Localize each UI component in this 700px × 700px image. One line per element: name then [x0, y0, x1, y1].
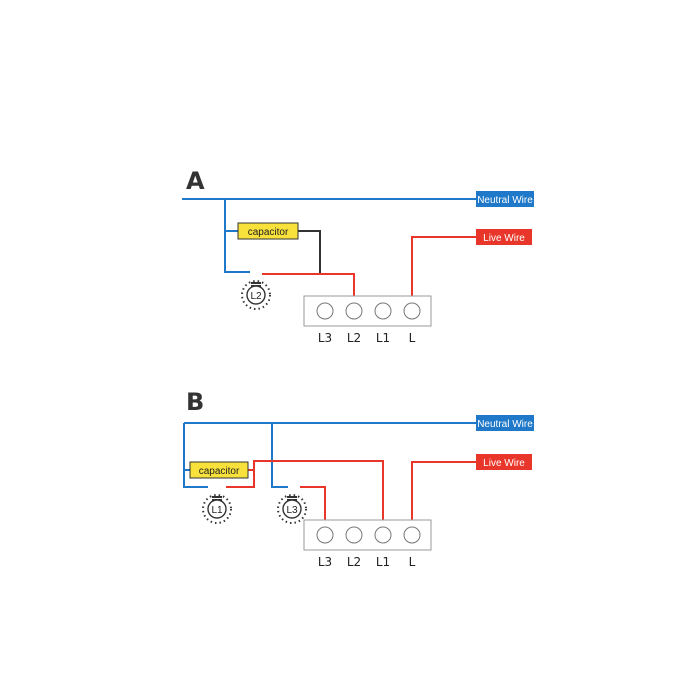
- diagram-b-live-wires: [226, 460, 476, 535]
- diagram-b-capacitor-label: capacitor: [199, 466, 240, 477]
- diagram-b-title: B: [186, 388, 204, 416]
- diagram-a-live-label: Live Wire: [483, 233, 525, 244]
- diagram-a-lamp-icon: L2: [241, 280, 271, 310]
- terminal-label: L2: [347, 331, 361, 345]
- diagram-b-neutral-label: Neutral Wire: [477, 419, 533, 430]
- diagram-b-terminal-block: [303, 519, 432, 551]
- diagram-b-lamp1-label: L1: [211, 505, 223, 516]
- terminal-label: L1: [376, 555, 390, 569]
- diagram-a-live-tag: Live Wire: [476, 229, 532, 245]
- diagram-b-live-tag: Live Wire: [476, 454, 532, 470]
- diagram-a-capacitor-label: capacitor: [248, 227, 289, 238]
- diagram-b-lamp2-label: L3: [286, 505, 298, 516]
- diagram-a: A Neutral Wire capacitor Live Wire: [182, 167, 534, 345]
- terminal-label: L: [409, 331, 416, 345]
- diagram-a-neutral-wire: [182, 198, 476, 273]
- diagram-a-neutral-tag: Neutral Wire: [476, 191, 534, 207]
- diagram-b-live-label: Live Wire: [483, 458, 525, 469]
- diagram-a-lamp-label: L2: [250, 291, 262, 302]
- terminal-label: L3: [318, 331, 332, 345]
- diagram-b: B Neutral Wire capacitor Live Wi: [183, 388, 534, 569]
- diagram-b-neutral-tag: Neutral Wire: [476, 415, 534, 431]
- diagram-a-capacitor: capacitor: [237, 222, 299, 240]
- diagram-a-capacitor-wires: [225, 230, 321, 274]
- terminal-label: L1: [376, 331, 390, 345]
- diagram-b-lamp1-icon: L1: [202, 494, 232, 524]
- diagram-a-terminal-block: [303, 295, 432, 327]
- diagram-b-neutral-wire: [183, 422, 476, 488]
- diagram-b-lamp2-icon: L3: [277, 494, 307, 524]
- diagram-a-terminal-labels: L3 L2 L1 L: [318, 331, 416, 345]
- terminal-label: L: [409, 555, 416, 569]
- diagram-a-title: A: [186, 167, 205, 195]
- terminal-label: L2: [347, 555, 361, 569]
- diagram-a-neutral-label: Neutral Wire: [477, 195, 533, 206]
- diagram-b-terminal-labels: L3 L2 L1 L: [318, 555, 416, 569]
- terminal-label: L3: [318, 555, 332, 569]
- diagram-b-capacitor: capacitor: [189, 461, 249, 479]
